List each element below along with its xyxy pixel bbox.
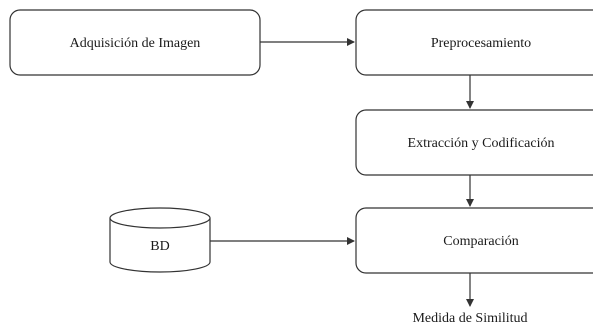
node-comparacion: Comparación: [355, 207, 593, 274]
node-bd-label: BD: [150, 239, 169, 254]
node-adquisicion-de-imagen: Adquisición de Imagen: [9, 9, 261, 76]
node-extraccion-label: Extracción y Codificación: [408, 136, 555, 151]
database-cylinder-icon: BD: [109, 207, 211, 273]
output-medida-de-similitud: Medida de Similitud: [412, 311, 527, 326]
node-adquisicion-label: Adquisición de Imagen: [70, 36, 201, 51]
node-extraccion-y-codificacion: Extracción y Codificación: [355, 109, 593, 176]
node-preprocesamiento: Preprocesamiento: [355, 9, 593, 76]
node-comparacion-label: Comparación: [443, 234, 518, 249]
node-preprocesamiento-label: Preprocesamiento: [431, 36, 531, 51]
